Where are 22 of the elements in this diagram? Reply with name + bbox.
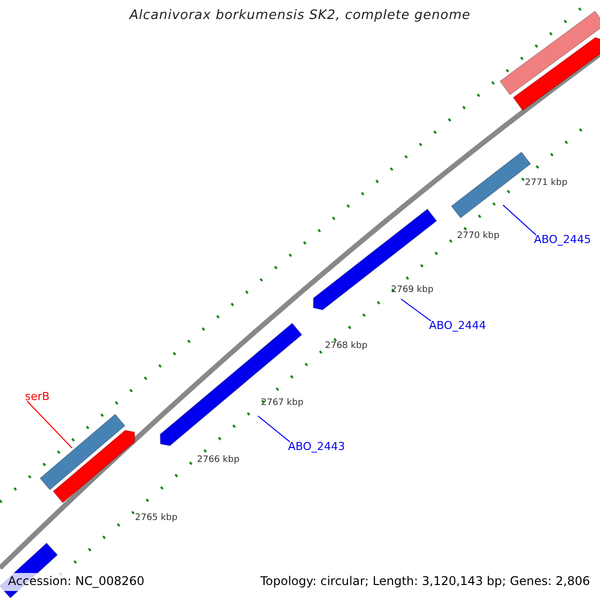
scale-label: 2770 kbp [457, 231, 500, 241]
leader-line [502, 204, 536, 236]
scale-label: 2771 kbp [525, 178, 568, 188]
gene-label: ABO_2445 [534, 233, 592, 246]
gene-feature [312, 208, 438, 310]
gene-feature [39, 414, 126, 490]
gene-label: ABO_2444 [429, 319, 486, 332]
scale-label: 2766 kbp [197, 455, 240, 465]
gene-feature [499, 10, 600, 96]
title: Alcanivorax borkumensis SK2, complete genome [128, 8, 472, 23]
genome-info-text: Topology: circular; Length: 3,120,143 bp; Genes: 2,806 [260, 574, 590, 588]
gene-label: serB [25, 390, 50, 403]
scale-label: 2767 kbp [261, 398, 304, 408]
scale-label: 2765 kbp [135, 513, 178, 523]
gene-label: ABO_2443 [288, 440, 346, 453]
leader-line [400, 298, 432, 322]
scale-label: 2769 kbp [391, 285, 434, 295]
scale-label: 2768 kbp [325, 341, 368, 351]
leader-line [26, 400, 72, 448]
gene-feature [512, 36, 600, 112]
leader-line [258, 416, 290, 442]
gene-feature [52, 430, 136, 504]
